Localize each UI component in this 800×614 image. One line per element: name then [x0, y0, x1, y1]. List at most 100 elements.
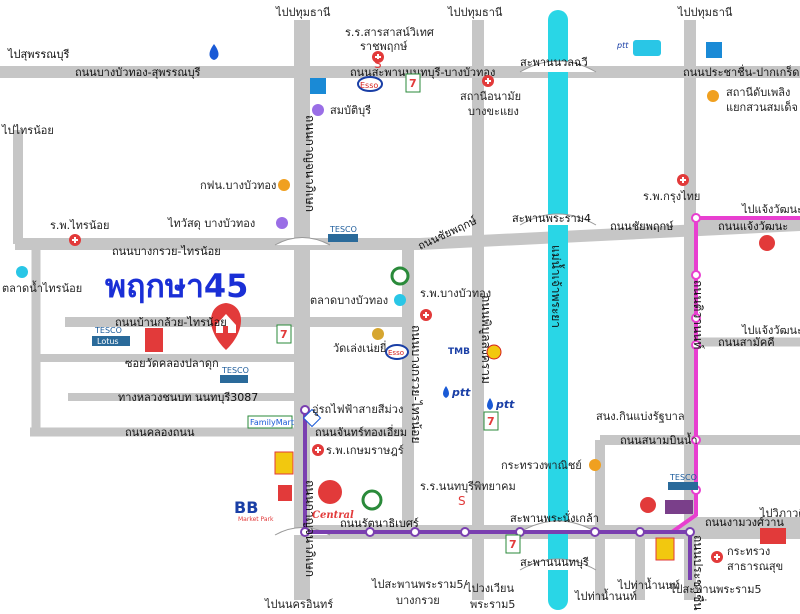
svg-text:TESCO: TESCO — [329, 225, 357, 234]
tesco-lotus-icon[interactable]: TESCO Lotus — [92, 326, 130, 346]
bigc-icon[interactable] — [145, 328, 675, 561]
label-health-ministry: กระทรวง — [727, 545, 770, 558]
bridge-rama4 — [519, 213, 597, 226]
kfp-dot[interactable] — [278, 179, 290, 191]
dir-tha-nam-1: ไปท่าน้ำนนท์ — [574, 588, 637, 603]
label-bangkruai-vert: ถนนบางกรวย-ไทรน้อย — [409, 325, 423, 444]
thaiwatsadu-dot[interactable] — [276, 217, 288, 229]
label-school-nonthaburi: ร.ร.นนทบุรีพิทยาคม — [420, 480, 516, 493]
label-fire-station2: แยกสวนสมเด็จ — [726, 100, 798, 114]
svg-text:Lotus: Lotus — [97, 337, 119, 346]
mall-icon[interactable] — [760, 528, 786, 544]
road-network — [0, 20, 800, 600]
poi-markers — [16, 90, 719, 471]
label-thaiwatsadu: ไทวัสดุ บางบัวทอง — [167, 217, 255, 230]
pink-line — [670, 216, 800, 534]
ptt-max-icon[interactable]: ptt — [616, 41, 629, 50]
tesco-lotus-icon[interactable]: TESCO — [328, 225, 358, 242]
label-bangbuathong-suphan: ถนนบางบัวทอง-สุพรรณบุรี — [75, 66, 201, 79]
seven-eleven-icon[interactable]: 7 — [276, 324, 292, 344]
label-commerce: กระทรวงพาณิชย์ — [501, 459, 582, 472]
label-sapan-nonthaburi: ถนนสะพานนนทบุรี-บางบัวทอง — [350, 66, 495, 79]
tmb-icon[interactable]: TMB — [448, 347, 470, 357]
label-rattanathibet: ถนนรัตนาธิเบศร์ — [340, 517, 419, 530]
label-talat-bangbuathong: ตลาดบางบัวทอง — [310, 294, 388, 307]
central-icon[interactable] — [759, 235, 775, 251]
dir-rama5-1b: บางกรวย — [396, 594, 440, 607]
label-health-center: สถานีอนามัย — [460, 90, 521, 103]
hospital-icon[interactable] — [420, 309, 432, 321]
dir-rama5-2b: พระราม5 — [470, 598, 515, 611]
label-wat-laenoi: วัดเล่งเน่ยยี่ — [333, 340, 386, 355]
label-sanambinnam: ถนนสนามบินน้ำ — [620, 432, 698, 447]
seven-eleven-icon[interactable]: 7 — [405, 73, 421, 93]
label-sapan-nonthaburi-bottom: สะพานนนทบุรี — [520, 556, 589, 569]
hospital-icon[interactable] — [711, 551, 723, 563]
location-pin-icon[interactable] — [210, 303, 242, 350]
brand-icons: Esso Esso 7 7 7 7 ptt ptt ptt TESCO Lotu… — [92, 40, 786, 561]
seven-eleven-icon[interactable]: 7 — [505, 534, 521, 554]
central-icon[interactable] — [640, 497, 693, 514]
ptt-fuel-icon[interactable]: ptt — [487, 398, 515, 411]
interchange-kanchanaphisek-top — [274, 237, 331, 246]
commerce-dot[interactable] — [589, 459, 601, 471]
svg-text:7: 7 — [509, 538, 517, 551]
label-fire-station: สถานีดับเพลิง — [726, 86, 790, 99]
tesco-lotus-icon[interactable]: TESCO — [220, 366, 249, 383]
mrt-depot-icon[interactable] — [302, 408, 322, 428]
central-icon[interactable]: Central — [312, 480, 383, 521]
svg-text:Central: Central — [312, 510, 354, 521]
kbank-icon[interactable] — [390, 266, 410, 286]
dir-chaeng-2: ไปแจ้งวัฒนะ — [741, 324, 800, 337]
tesco-lotus-icon[interactable]: TESCO — [668, 473, 698, 490]
hospital-icon[interactable] — [312, 444, 324, 456]
esso-icon[interactable]: Esso — [385, 344, 409, 360]
svg-text:ptt: ptt — [495, 398, 515, 411]
label-kanchanaphisek-top: ถนนกาญจนาภิเษก — [303, 115, 317, 212]
talat-nam-dot[interactable] — [16, 266, 28, 278]
familymart-icon[interactable]: FamilyMart — [247, 415, 294, 429]
label-top-left: ไปสุพรรณบุรี — [7, 48, 69, 61]
label-samakkhi: ถนนสามัคคี — [718, 336, 775, 349]
fire-station-dot[interactable] — [707, 90, 719, 102]
label-phranangklao: สะพานพระนั่งเกล้า — [510, 510, 599, 525]
label-school-rs2: ราชพฤกษ์ — [360, 40, 408, 53]
label-river: แม่น้ำเจ้าพระยา — [549, 245, 565, 328]
esso-icon[interactable]: Esso — [357, 76, 383, 92]
label-hosp-kasemrat: ร.พ.เกษมราษฎร์ — [326, 444, 404, 457]
seven-eleven-icon[interactable]: 7 — [483, 411, 499, 431]
talat-bangbuathong-dot[interactable] — [394, 294, 406, 306]
label-kanchanaphisek-bottom: ถนนกาญจนาภิเษก — [303, 480, 317, 577]
purple-line — [303, 410, 692, 580]
ptt-fuel-icon[interactable] — [209, 44, 219, 60]
label-phibun: ถนนพิบูลสงคราม — [478, 295, 493, 384]
label-soi-wat: ซอยวัดคลองปลาดุก — [125, 357, 219, 370]
school-icon[interactable]: SS — [374, 57, 466, 508]
bridge-nuanchawi — [519, 60, 597, 73]
hospital-icon[interactable] — [69, 234, 81, 246]
map-title: พฤกษา45 — [105, 267, 248, 305]
bridge-phranangklao — [519, 520, 597, 533]
hospital-icon[interactable] — [372, 51, 384, 63]
label-kfp: กฟน.บางบัวทอง — [200, 179, 276, 192]
bank-icon[interactable] — [310, 42, 722, 94]
svg-text:7: 7 — [409, 77, 417, 90]
label-hosp-bangbuathong: ร.พ.บางบัวทอง — [420, 287, 491, 300]
ptt-fuel-icon[interactable]: ptt — [443, 386, 471, 399]
sombatburi-dot[interactable] — [312, 104, 324, 116]
pttmax-logo-icon[interactable] — [633, 40, 661, 56]
svg-text:TESCO: TESCO — [221, 366, 249, 375]
svg-text:7: 7 — [280, 328, 288, 341]
hospital-icon[interactable] — [482, 75, 494, 87]
shell-icon[interactable] — [486, 344, 502, 360]
hospital-icon[interactable] — [677, 174, 689, 186]
hospital-icons — [69, 51, 723, 563]
label-chaengwattana: ถนนแจ้งวัฒนะ — [718, 220, 788, 233]
label-sor-kor: สนง.กินแบ่งรัฐบาล — [596, 410, 685, 423]
svg-text:S: S — [374, 57, 382, 71]
pink-stations — [691, 213, 701, 495]
svg-text:Market Park: Market Park — [238, 516, 274, 523]
label-3087: ทางหลวงชนบท นนทบุรี3087 — [118, 391, 258, 404]
temple-icon[interactable] — [372, 328, 384, 340]
